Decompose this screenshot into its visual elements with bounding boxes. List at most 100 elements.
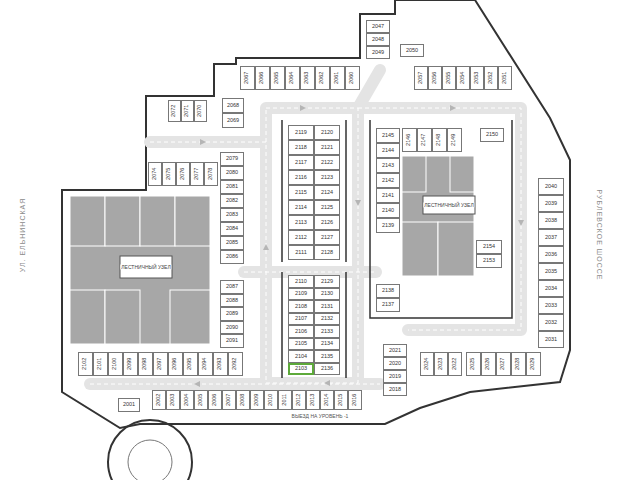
- space-number: 2096: [173, 358, 179, 370]
- ramp-circle-inner: [128, 440, 172, 480]
- parking-space: 2054: [456, 66, 470, 90]
- space-number: 2099: [128, 358, 134, 370]
- space-number: 2032: [545, 320, 557, 326]
- parking-space: 2096: [168, 352, 183, 376]
- parking-space: 2147: [417, 128, 432, 152]
- parking-space: 2050: [400, 44, 424, 57]
- space-number: 2052: [488, 72, 494, 84]
- parking-space: 2038: [538, 212, 564, 229]
- parking-space: 2056: [428, 66, 442, 90]
- parking-space: 2135: [314, 350, 340, 363]
- space-number: 2153: [483, 258, 495, 264]
- parking-space: 2138: [376, 284, 400, 298]
- parking-space: 2032: [538, 314, 564, 331]
- space-number: 2069: [227, 118, 239, 124]
- space-number: 2141: [382, 193, 394, 199]
- parking-space: 2154: [476, 240, 502, 254]
- space-number: 2139: [382, 223, 394, 229]
- space-number: 2135: [321, 354, 333, 360]
- space-number: 2071: [185, 105, 191, 117]
- space-number: 2016: [352, 394, 358, 406]
- space-number: 2122: [321, 160, 333, 166]
- parking-space: 2137: [376, 298, 400, 312]
- parking-space: 2052: [484, 66, 498, 90]
- parking-space: 2026: [481, 352, 496, 376]
- space-number: 2081: [226, 184, 238, 190]
- space-number: 2085: [226, 240, 238, 246]
- parking-space: 2029: [526, 352, 541, 376]
- space-number: 2097: [158, 358, 164, 370]
- space-number: 2005: [198, 394, 204, 406]
- space-number: 2088: [226, 298, 238, 304]
- parking-space: 2086: [220, 250, 244, 264]
- parking-space: 2074: [148, 162, 162, 186]
- space-number: 2002: [156, 394, 162, 406]
- space-number: 2072: [172, 105, 178, 117]
- parking-space: 2091: [220, 334, 244, 348]
- space-number: 2029: [531, 358, 537, 370]
- parking-space: 2145: [376, 128, 400, 143]
- space-number: 2154: [483, 244, 495, 250]
- parking-space: 2097: [153, 352, 168, 376]
- space-number: 2008: [240, 394, 246, 406]
- space-number: 2104: [295, 354, 307, 360]
- space-number: 2009: [254, 394, 260, 406]
- space-number: 2023: [438, 358, 444, 370]
- inner-walls: [282, 120, 512, 378]
- stair-core: [120, 256, 172, 278]
- parking-space: 2040: [538, 178, 564, 195]
- parking-space: 2031: [538, 331, 564, 348]
- space-number: 2133: [321, 329, 333, 335]
- space-number: 2115: [295, 190, 307, 196]
- parking-space: 2018: [383, 383, 407, 396]
- parking-space: 2143: [376, 158, 400, 173]
- space-number: 2123: [321, 175, 333, 181]
- space-number: 2121: [321, 145, 333, 151]
- space-number: 2110: [295, 279, 307, 285]
- space-number: 2148: [437, 134, 443, 146]
- parking-space: 2070: [194, 100, 207, 122]
- parking-space: 2118: [288, 140, 314, 155]
- space-number: 2112: [295, 235, 307, 241]
- parking-space: 2144: [376, 143, 400, 158]
- space-number: 2093: [218, 358, 224, 370]
- space-number: 2007: [226, 394, 232, 406]
- space-number: 2150: [486, 132, 498, 138]
- space-number: 2132: [321, 316, 333, 322]
- parking-space: 2132: [314, 313, 340, 326]
- parking-space: 2107: [288, 313, 314, 326]
- parking-space: 2075: [162, 162, 176, 186]
- parking-space: 2089: [220, 307, 244, 321]
- space-number: 2116: [295, 175, 307, 181]
- space-number: 2001: [123, 402, 135, 408]
- space-number: 2127: [321, 235, 333, 241]
- space-number: 2055: [446, 72, 452, 84]
- parking-space: 2150: [480, 128, 504, 142]
- space-number: 2108: [295, 304, 307, 310]
- parking-space: 2008: [236, 390, 250, 410]
- parking-space: 2108: [288, 300, 314, 313]
- space-number: 2010: [268, 394, 274, 406]
- parking-space: 2127: [314, 230, 340, 245]
- parking-space: 2088: [220, 294, 244, 308]
- parking-space: 2037: [538, 229, 564, 246]
- space-number: 2047: [372, 24, 384, 30]
- parking-space: 2103: [288, 363, 314, 376]
- parking-space: 2013: [306, 390, 320, 410]
- parking-space: 2133: [314, 325, 340, 338]
- ramp-circle: [108, 420, 192, 480]
- parking-space: 2119: [288, 125, 314, 140]
- parking-space: 2080: [220, 166, 244, 180]
- parking-space: 2027: [496, 352, 511, 376]
- space-number: 2095: [188, 358, 194, 370]
- space-number: 2107: [295, 316, 307, 322]
- parking-space: 2011: [278, 390, 292, 410]
- space-number: 2092: [233, 358, 239, 370]
- space-number: 2048: [372, 37, 384, 43]
- parking-space: 2122: [314, 155, 340, 170]
- parking-space: 2109: [288, 288, 314, 301]
- parking-space: 2063: [300, 66, 315, 90]
- parking-space: 2009: [250, 390, 264, 410]
- parking-space: 2005: [194, 390, 208, 410]
